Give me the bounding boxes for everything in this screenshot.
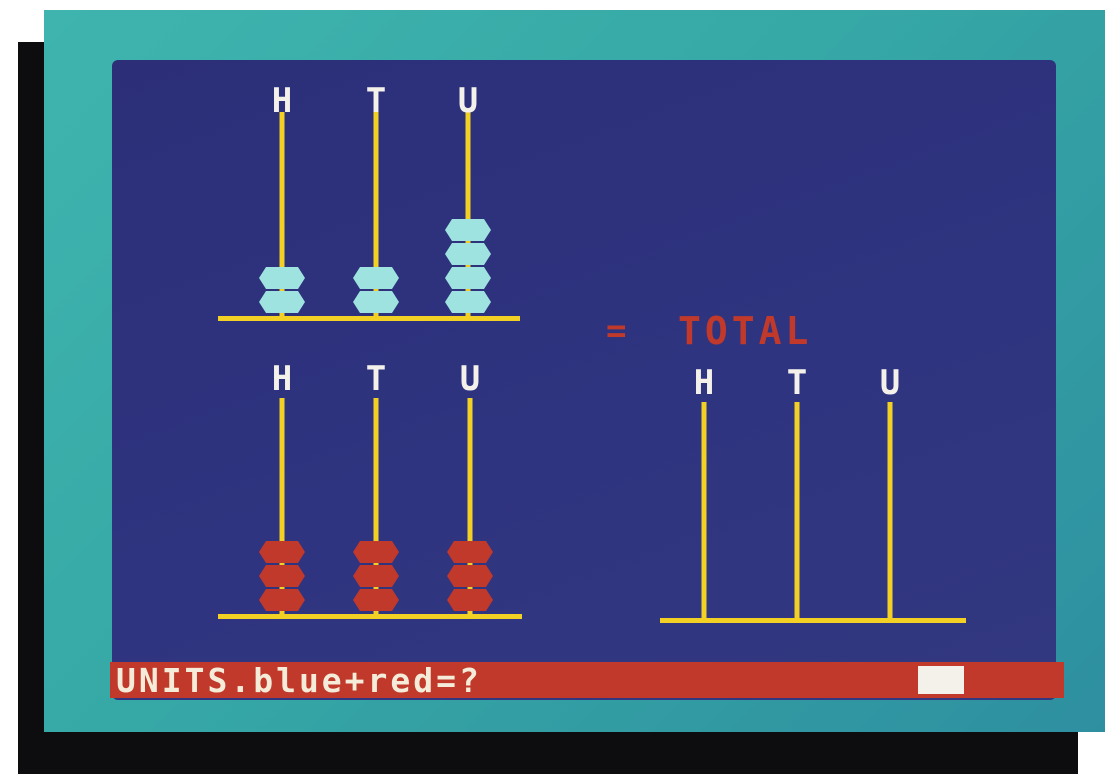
lower-bead[interactable]: [353, 565, 399, 587]
total-rod-h: [701, 402, 707, 618]
prompt-text: UNITS.blue+red=?: [116, 660, 482, 700]
upper-rod-h: [279, 112, 285, 316]
lower-label-u: U: [460, 359, 480, 399]
total-base-bar: [660, 618, 966, 623]
lower-bead[interactable]: [353, 541, 399, 563]
lower-label-h: H: [272, 359, 292, 399]
total-label-h: H: [694, 363, 714, 403]
lower-bead[interactable]: [447, 589, 493, 611]
upper-bead[interactable]: [445, 267, 491, 289]
input-cursor[interactable]: [918, 666, 964, 694]
upper-rod-u: [465, 112, 471, 316]
lower-bead[interactable]: [353, 589, 399, 611]
upper-base-bar: [218, 316, 520, 321]
lower-rod-t: [373, 398, 379, 614]
lower-bead[interactable]: [259, 565, 305, 587]
lower-label-t: T: [366, 359, 386, 399]
upper-bead[interactable]: [259, 291, 305, 313]
prompt-bar: UNITS.blue+red=?: [110, 660, 1064, 700]
upper-label-h: H: [272, 81, 292, 121]
total-rod-t: [794, 402, 800, 618]
lower-bead[interactable]: [447, 565, 493, 587]
total-rod-u: [887, 402, 893, 618]
upper-rod-t: [373, 112, 379, 316]
upper-label-u: U: [458, 81, 478, 121]
upper-bead[interactable]: [445, 219, 491, 241]
total-label-u: U: [880, 363, 900, 403]
upper-bead[interactable]: [353, 267, 399, 289]
lower-rod-u: [467, 398, 473, 614]
lower-base-bar: [218, 614, 522, 619]
lower-rod-h: [279, 398, 285, 614]
upper-bead[interactable]: [353, 291, 399, 313]
total-label-t: T: [787, 363, 807, 403]
lower-bead[interactable]: [259, 589, 305, 611]
upper-label-t: T: [366, 81, 386, 121]
upper-bead[interactable]: [259, 267, 305, 289]
upper-bead[interactable]: [445, 243, 491, 265]
equals-sign: =: [606, 311, 626, 351]
lower-bead[interactable]: [259, 541, 305, 563]
total-label: TOTAL: [678, 309, 812, 353]
lower-bead[interactable]: [447, 541, 493, 563]
upper-bead[interactable]: [445, 291, 491, 313]
